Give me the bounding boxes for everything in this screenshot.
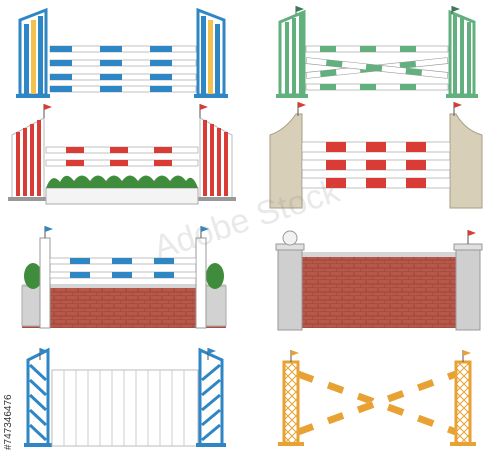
right-wing [446,6,478,98]
left-wing [24,347,52,447]
jump-white-plank-gate [24,347,226,447]
left-planter [21,263,45,327]
rails [49,45,197,93]
jump-orange-cross-poles [278,350,476,446]
right-planter [203,263,227,327]
left-wing [8,104,52,201]
jump-red-oxer-with-hedge [8,104,236,205]
jump-blue-rails-over-brick-wall [21,226,227,329]
left-pillar [275,230,305,331]
rails [301,141,451,189]
left-wing [269,102,306,209]
left-wing [276,6,308,98]
jump-green-crossed-rails [276,6,478,98]
stock-id-text: #747346476 [3,394,14,450]
jump-blue-vertical [16,7,228,98]
rails [49,257,197,279]
left-wing [16,7,50,98]
plank-gate [51,369,199,447]
rails [305,45,449,91]
right-wing [449,102,483,209]
brick-wall [22,288,226,328]
right-wing [194,7,228,98]
right-wing [196,347,226,447]
right-pillar [453,230,483,331]
jump-red-white-beige-wings [269,102,483,209]
brick-wall [300,256,456,328]
right-standard [450,350,476,446]
hedge-box [45,175,199,205]
stock-id-watermark: #747346476 [3,394,14,450]
right-wing [196,104,236,201]
left-standard [278,350,304,446]
cross-poles [296,370,458,436]
jump-brick-wall-stone-pillars [275,230,483,331]
rails [45,146,199,167]
posts [39,226,209,329]
